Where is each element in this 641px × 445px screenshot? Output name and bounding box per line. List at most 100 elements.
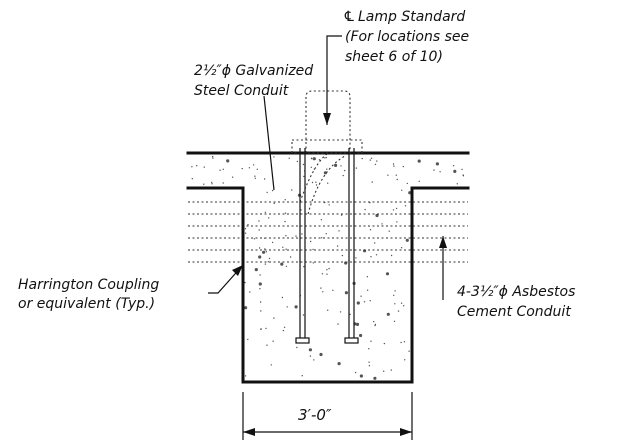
concrete-speck [191, 178, 193, 180]
concrete-speck [402, 165, 404, 168]
concrete-speck [258, 229, 260, 231]
coupling-leader-arrow [232, 265, 243, 276]
lamp-standard-outline [291, 90, 363, 154]
concrete-speck [344, 169, 346, 172]
concrete-speck [392, 163, 395, 165]
asbestos-conduit-label-line2: Cement Conduit [457, 304, 571, 320]
concrete-speck [303, 266, 305, 268]
lamp-standard-symbol: ℄ [343, 9, 356, 25]
concrete-speck [264, 211, 267, 213]
concrete-speck [244, 375, 247, 377]
concrete-speck [282, 329, 285, 332]
concrete-speck [244, 306, 248, 310]
concrete-speck [439, 171, 441, 173]
concrete-speck [387, 174, 389, 176]
concrete-speck [338, 230, 340, 232]
concrete-speck [337, 323, 339, 325]
concrete-speck [370, 157, 373, 159]
concrete-speck [247, 224, 249, 226]
concrete-speck [369, 300, 371, 302]
concrete-speck [302, 163, 305, 166]
concrete-speck [312, 248, 314, 251]
concrete-speck [337, 362, 341, 366]
asbestos-conduit-leader-arrow [439, 236, 447, 248]
concrete-speck [300, 209, 302, 211]
concrete-speck [315, 181, 317, 183]
concrete-speck [260, 310, 262, 312]
concrete-speck [394, 290, 396, 292]
concrete-speck [433, 169, 435, 171]
coupling-label-line2: or equivalent (Typ.) [18, 296, 155, 312]
concrete-speck [249, 291, 251, 293]
concrete-speck [375, 213, 379, 218]
concrete-speck [395, 174, 397, 176]
concrete-speck [289, 256, 292, 258]
concrete-speck [271, 241, 274, 244]
concrete-speck [259, 301, 262, 303]
concrete-speck [392, 209, 395, 211]
concrete-speck [313, 359, 315, 361]
concrete-speck [395, 207, 398, 210]
concrete-speck [273, 202, 275, 205]
concrete-speck [288, 157, 290, 159]
concrete-speck [212, 157, 214, 159]
concrete-speck [244, 228, 247, 230]
concrete-speck [267, 261, 269, 263]
concrete-speck [339, 311, 342, 313]
concrete-speck [355, 322, 360, 326]
concrete-speck [315, 184, 318, 186]
concrete-speck [393, 320, 396, 322]
concrete-speck [258, 255, 262, 259]
concrete-speck [406, 182, 408, 185]
concrete-speck [310, 166, 312, 168]
concrete-speck [326, 168, 328, 170]
concrete-speck [273, 156, 275, 158]
concrete-speck [328, 204, 330, 206]
concrete-speck [325, 233, 327, 235]
concrete-speck [322, 291, 324, 293]
concrete-speck [301, 233, 303, 235]
concrete-speck [280, 262, 284, 266]
concrete-speck [397, 310, 400, 312]
concrete-speck [258, 282, 262, 286]
concrete-speck [222, 182, 224, 184]
concrete-speck [272, 340, 274, 342]
concrete-speck [461, 168, 463, 171]
concrete-speck [354, 371, 357, 374]
concrete-speck [356, 301, 360, 305]
concrete-speck [271, 189, 274, 192]
concrete-speck [318, 159, 321, 161]
concrete-speck [328, 267, 330, 270]
concrete-speck [376, 160, 378, 162]
concrete-speck [254, 175, 256, 177]
asbestos-conduit-runs [188, 201, 468, 263]
concrete-speck [320, 287, 322, 289]
concrete-speck [456, 183, 458, 185]
concrete-speck [222, 168, 224, 170]
concrete-speck [254, 177, 256, 179]
concrete-speck [286, 306, 288, 308]
concrete-speck [388, 230, 390, 232]
asbestos-conduit-label-line1: 4-3½″ϕ Asbestos [457, 284, 575, 300]
concrete-speck [258, 247, 261, 249]
concrete-speck [369, 229, 372, 231]
concrete-speck [400, 341, 402, 344]
concrete-speck [321, 237, 323, 239]
concrete-speck [368, 361, 370, 363]
concrete-speck [364, 208, 366, 211]
concrete-speck [266, 191, 268, 194]
concrete-speck [268, 217, 270, 219]
concrete-speck [319, 352, 323, 357]
concrete-speck [370, 340, 372, 342]
concrete-speck [363, 301, 366, 303]
concrete-speck [405, 238, 409, 242]
concrete-speck [303, 175, 305, 178]
concrete-speck [366, 289, 369, 291]
concrete-speck [344, 291, 348, 295]
concrete-speck [369, 159, 371, 161]
concrete-speck [321, 273, 324, 275]
concrete-speck [327, 309, 329, 311]
concrete-speck [400, 302, 403, 304]
concrete-speck [256, 168, 258, 170]
